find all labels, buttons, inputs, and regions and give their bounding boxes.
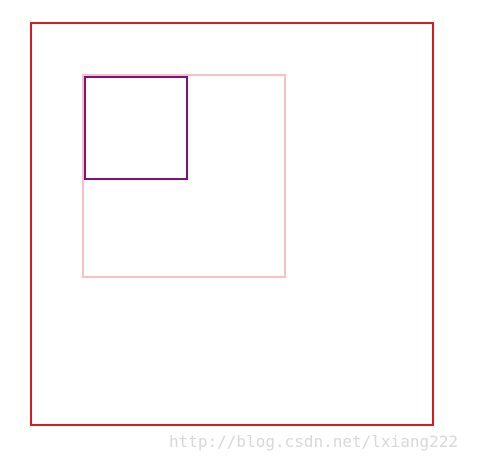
outer-red-box bbox=[30, 22, 434, 426]
middle-pink-box bbox=[82, 74, 286, 278]
inner-purple-box bbox=[84, 76, 188, 180]
watermark-text: http://blog.csdn.net/lxiang222 bbox=[169, 432, 458, 451]
